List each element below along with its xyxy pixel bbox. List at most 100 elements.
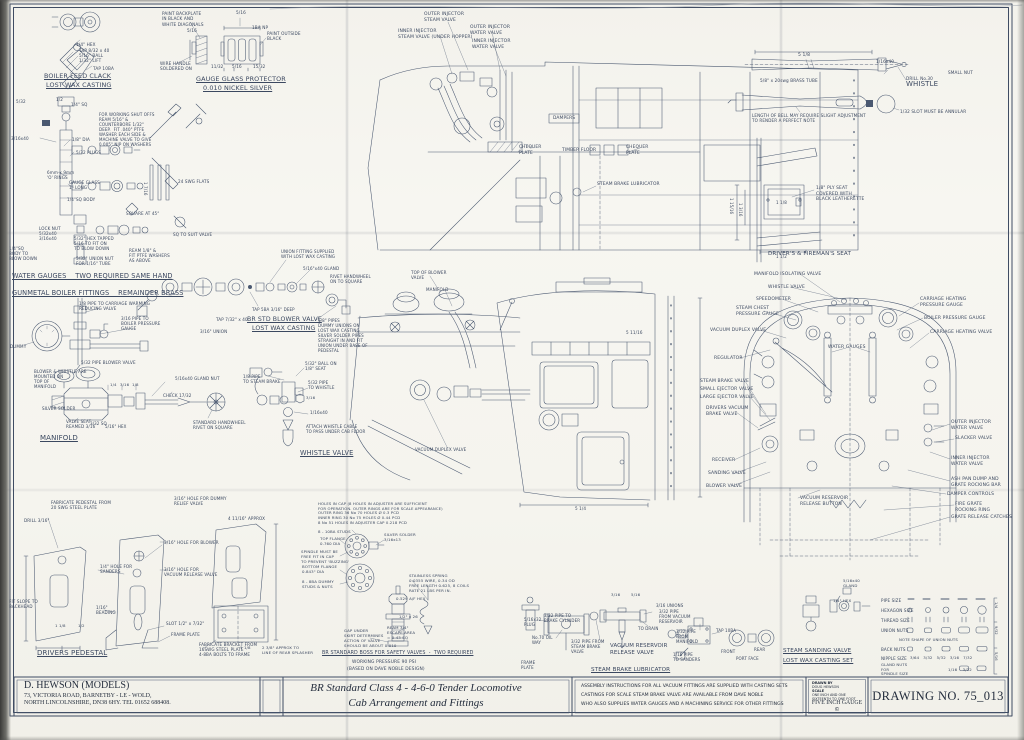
annotation: FIRE GRATE ROCKING RING (955, 502, 991, 513)
annotation: FIT SLOPE TO BACKHEAD (9, 599, 38, 610)
annotation: 5/16 (232, 64, 242, 69)
annotation: 9/32 (994, 626, 998, 635)
title-boiler-feed-clack: BOILER FEED CLACK (44, 72, 112, 80)
annotation: HEXAGON SIZE (881, 608, 914, 613)
annotation: LOST WAX CASTING (46, 81, 112, 89)
gauge-glass-protector-drawing (175, 17, 267, 72)
annotation: 11/32 (211, 64, 224, 69)
scan-edge-left (0, 0, 11, 740)
annotation: OUTER INJECTOR STEAM VALVE (424, 12, 465, 23)
annotation: 3/16" HOLE FOR DUMMY RELIEF VALVE (174, 496, 227, 507)
title-safety-valves: BR STANDARD BOSS FOR SAFETY VALVES - TWO… (322, 651, 474, 656)
annotation: 15/32 (253, 64, 266, 69)
annotation: INNER INJECTOR STEAM VALVE (UNDER HOPPER… (398, 29, 473, 40)
annotation: 3/16" HOLE FOR BLOWER (164, 540, 219, 545)
annotation: 1 1/2 (776, 254, 787, 259)
annotation: TAP 5BA 3/16" DEEP (252, 307, 295, 312)
annotation: PAINT BACKPLATE IN BLACK AND WHITE DIAGO… (162, 11, 204, 27)
annotation: 5/16x40 GLAND NUT (175, 376, 220, 381)
annotation: 1/4 (994, 602, 998, 609)
drawing-number: DRAWING NO. 75_013 (872, 689, 1004, 703)
annotation: 1 1/8 (55, 623, 66, 628)
sheet-title-line1: BR Standard Class 4 - 4-6-0 Tender Locom… (310, 682, 522, 694)
annotation: 3/32 PIPE FROM MANIFOLD (676, 629, 699, 644)
annotation: UNION NUTS (881, 628, 909, 633)
scale-value-2: SIXTEENTH TO ONE FOOT (812, 696, 856, 701)
annotation: SANDING VALVE (708, 471, 746, 476)
annotation: GRATE RELEASE CATCHES (951, 515, 1012, 520)
annotation: GAUGE GLASS 1" LONG (69, 180, 100, 191)
annotation: 1/4" HEX (76, 42, 96, 47)
annotation: PIPE SIZE (881, 598, 902, 603)
annotation: BLOWER & WHISTLE ARE MOUNTED ON TOP OF M… (34, 369, 87, 389)
annotation: 24 SWG FLATS (178, 179, 210, 184)
annotation: 3/16 UNIONS (656, 603, 684, 608)
annotation: PAINT OUTSIDE BLACK (267, 31, 301, 42)
annotation: 1/4"SQ BODY (67, 197, 96, 202)
drawn-by-label: DRAWN BY (812, 681, 833, 685)
annotation: STEAM BRAKE VALVE (700, 379, 750, 384)
annotation: 5/32 PLUGS (76, 150, 102, 155)
annotation: 3/16 (306, 395, 316, 400)
annotation: SPINDLE MUST BE FREE FIT IN CAP TO PREVE… (301, 549, 350, 564)
water-gauge-fittings-drawing (39, 96, 207, 265)
annotation: INNER INJECTOR WATER VALVE (472, 39, 511, 50)
annotation: 5/32" UNION NUT FOR 1/16" TUBE (76, 256, 114, 267)
scan-edge-right (1017, 0, 1024, 740)
annotation: GLAND NUTS FOR SPINDLE SIZE (881, 662, 909, 677)
annotation: 5/32" HEX TAPPED 5/16 TO FIT ON TO BLOW … (74, 236, 114, 252)
annotation: CHEQUER PLATE (519, 145, 542, 156)
annotation: SLOT 1/2" x 7/32" (166, 621, 205, 626)
annotation: TAP 8/32 x 40 (79, 48, 110, 53)
annotation: 5/32 PIPE BLOWER VALVE (81, 360, 136, 365)
annotation: 1/8" PLY SEAT COVERED WITH BLACK LEATHER… (816, 186, 865, 202)
annotation: VALVE SEAT REAMED 3/16 (66, 419, 96, 430)
annotation: INNER INJECTOR WATER VALVE (951, 456, 990, 467)
annotation: FRONT (721, 649, 736, 654)
annotation: 1 7/16 (143, 182, 148, 196)
maker-name: D. HEWSON (MODELS) (24, 680, 130, 691)
fold-crease-vertical-right (779, 0, 783, 740)
annotation: 5/32" BALL ON 1/8" SEAT (305, 361, 337, 372)
bottom-fittings-drawing (521, 587, 998, 675)
annotation: 1/16 3/32 (948, 667, 972, 672)
border-frame (9, 2, 1023, 717)
cab-arrangement-drawing (349, 275, 703, 508)
annotation: 5/16 (236, 10, 246, 15)
annotation: FRAME PLATE (521, 660, 536, 670)
annotation: BLOWER VALVE (706, 484, 743, 489)
annotation: 5/16x32 PLUG (524, 617, 542, 627)
annotation: OUTER INJECTOR WATER VALVE (470, 25, 511, 36)
annotation: FABRICATE PEDESTAL FROM 20 SWG STEEL PLA… (51, 500, 112, 511)
annotation: 1/4" SQ (71, 102, 88, 107)
copyright-mark: © (834, 707, 840, 713)
annotation: MANIFOLD (426, 287, 449, 292)
annotation: REGULATOR (714, 356, 743, 361)
annotation: 5/16" HEX (105, 424, 127, 429)
annotation: DRILL No.30 (906, 76, 933, 81)
annotation: 8 - 10BA STUDS (318, 529, 351, 534)
annotation: 1/16" BEADING (96, 605, 116, 616)
annotation: BACK NUTS (881, 647, 906, 652)
annotation: 1/8 PIPE TO CARRIAGE WARMING REDUCING VA… (79, 301, 151, 312)
annotation: 1/2 (56, 97, 63, 102)
annotation: GUNMETAL BOILER FITTINGS REMAINDER BRASS (12, 289, 184, 297)
annotation: 5 11/16 (626, 330, 643, 335)
annotation: No.70 OIL WAY (532, 635, 553, 645)
annotation: 3/64 3/32 5/32 3/16 7/32 (910, 655, 973, 660)
annotation: 3/16 (611, 592, 621, 597)
annotation: 5/8" x 20swg BRASS TUBE (760, 78, 818, 83)
annotation: 1/4" HOLE FOR SANDERS (100, 564, 133, 575)
annotation: SILVER SOLDER (42, 406, 76, 411)
annotation: 1 1/8 (776, 200, 787, 205)
scan-edge-bottom (0, 736, 1024, 740)
annotation: VACUUM DUPLEX VALVE (415, 447, 467, 452)
assembly-note-2: CASTINGS FOR SCALE STEAM BRAKE VALVE ARE… (581, 693, 764, 698)
gauge-label: FIVE INCH GAUGE (811, 700, 863, 706)
annotation: ASH PAN DUMP AND GRATE ROCKING BAR (951, 477, 1001, 488)
annotation: NIPPLE SIZE (881, 656, 907, 661)
annotation: 3/32 PIPE FROM VACUUM RESERVOIR (659, 609, 691, 624)
annotation: 1/4 (110, 382, 117, 387)
annotation: 1 3/16 (738, 203, 743, 217)
annotation: 4 11/16" APPROX (228, 516, 266, 521)
